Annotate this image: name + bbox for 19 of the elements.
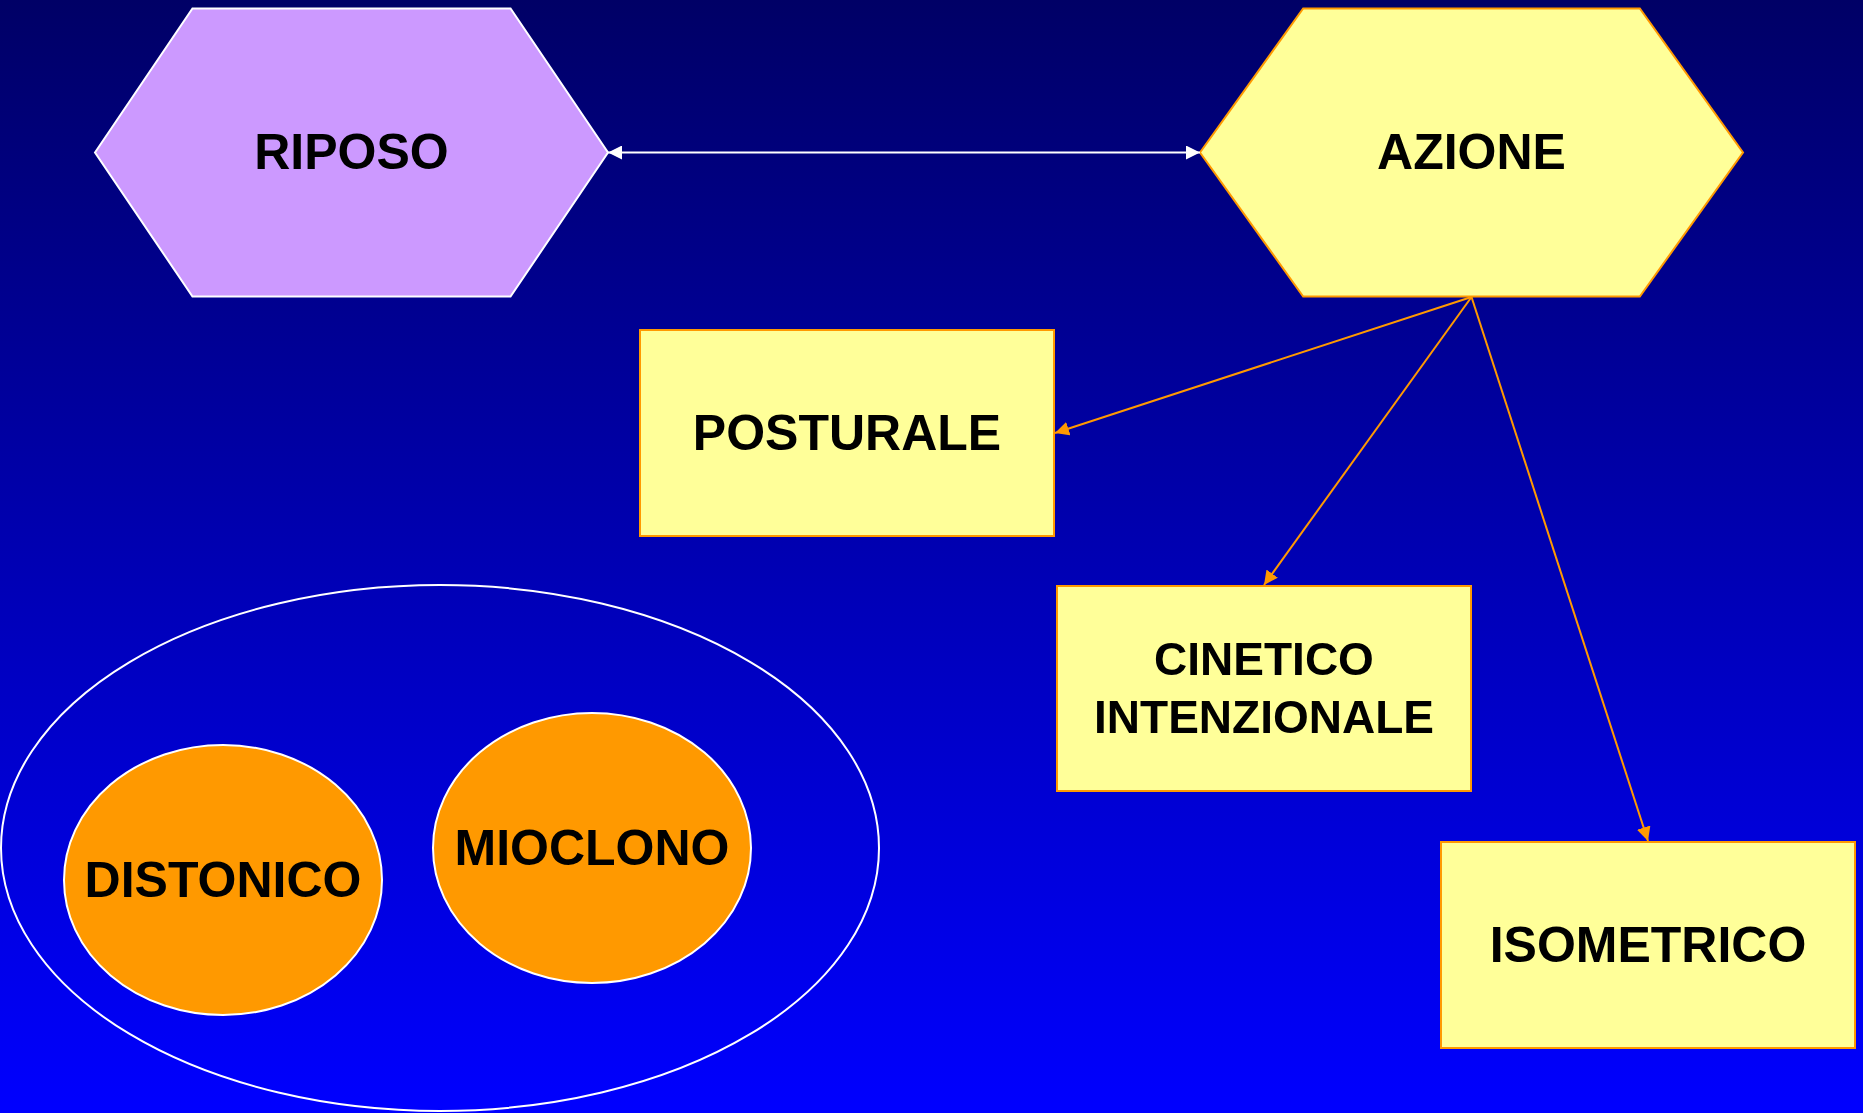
process-box — [1056, 585, 1472, 792]
node-label: POSTURALE — [692, 403, 1002, 463]
process-box — [1440, 841, 1856, 1049]
ellipse-node — [63, 744, 383, 1016]
node-label: ISOMETRICO — [1489, 915, 1807, 975]
node-label: RIPOSO — [254, 123, 449, 183]
ellipse-node — [432, 712, 752, 984]
hexagon-node — [95, 8, 608, 297]
node-label: CINETICO INTENZIONALE — [1093, 632, 1435, 745]
node-label: AZIONE — [1377, 123, 1566, 183]
hexagon-node — [1200, 8, 1743, 297]
arrow — [1263, 296, 1473, 586]
node-label: DISTONICO — [84, 850, 362, 910]
node-label: MIOCLONO — [454, 818, 730, 878]
arrow — [1470, 296, 1651, 842]
process-box — [639, 329, 1055, 537]
group-ellipse — [0, 584, 880, 1112]
arrow — [607, 145, 1201, 160]
arrow — [1054, 296, 1473, 436]
